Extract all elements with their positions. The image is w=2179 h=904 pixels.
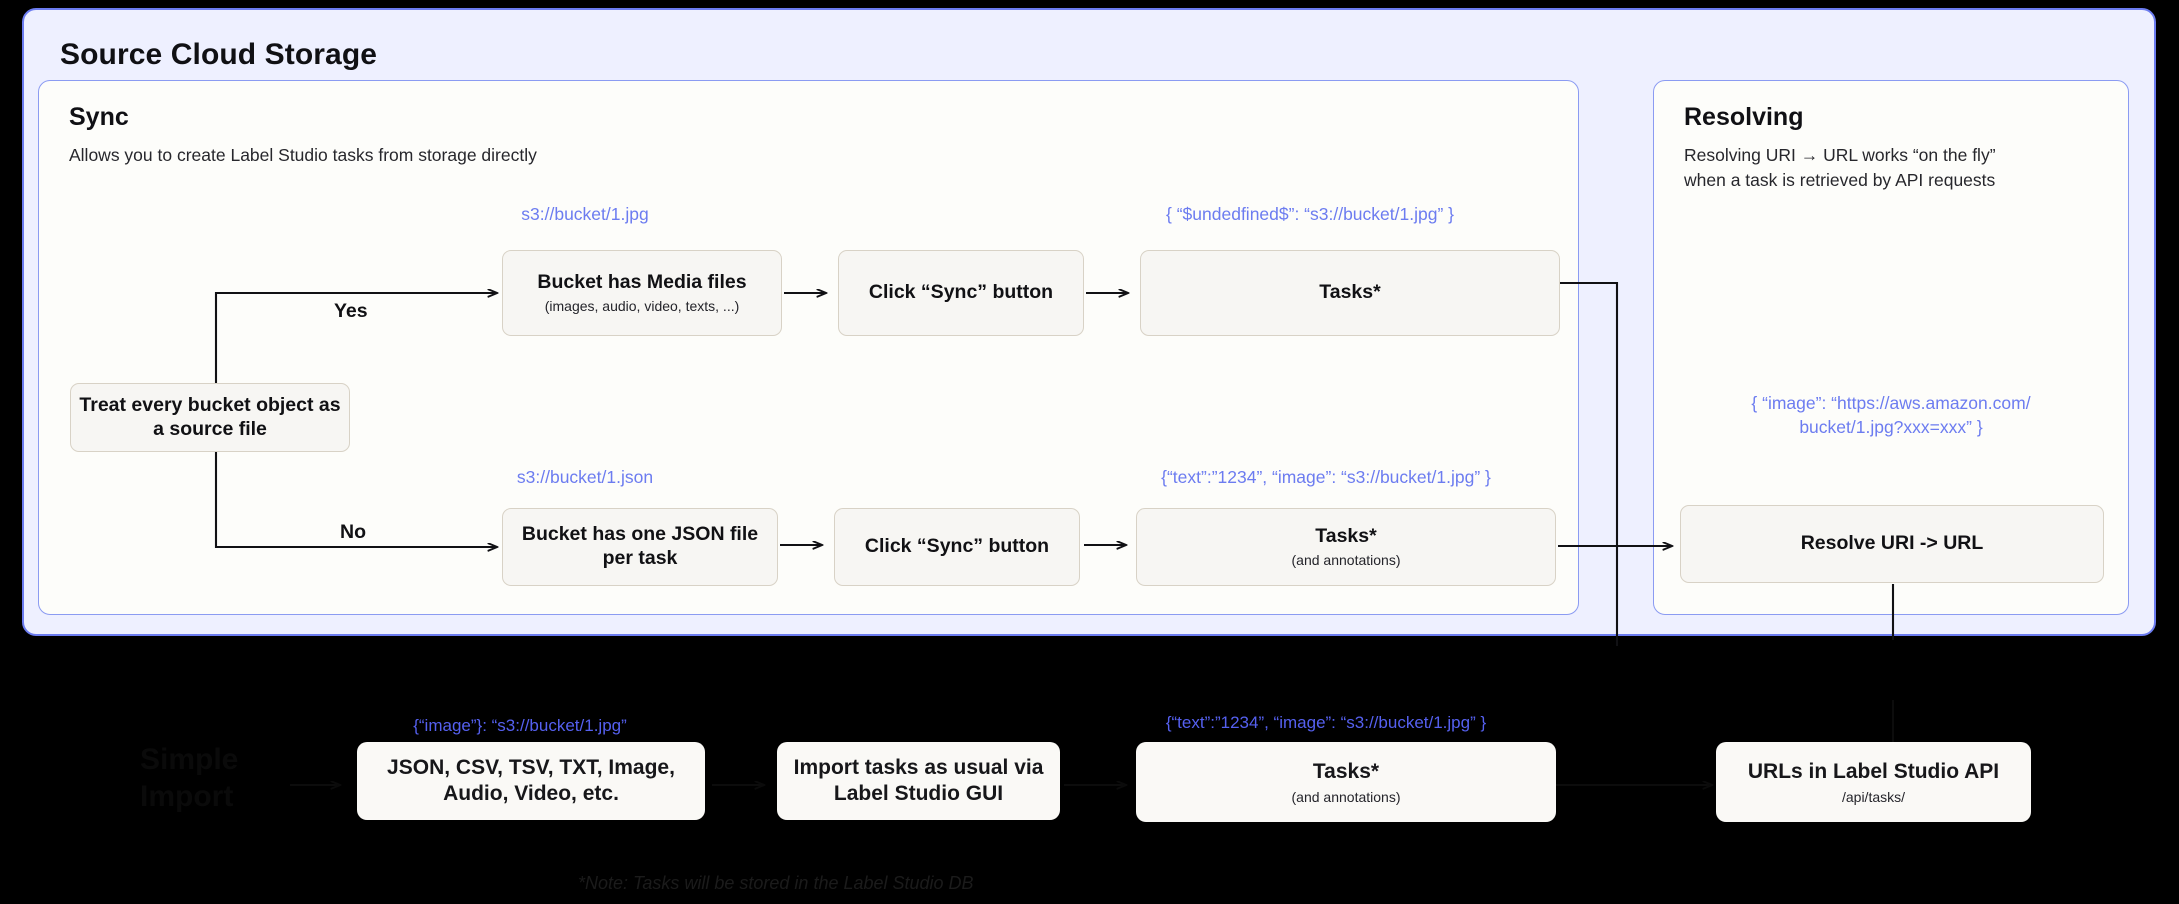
box-urls-api-title: URLs in Label Studio API xyxy=(1747,760,2000,784)
box-tasks-bottom-sub: (and annotations) xyxy=(1291,552,1401,569)
box-bucket-media-title: Bucket has Media files xyxy=(537,270,747,293)
resolving-subheading: Resolving URI → URL works “on the fly” w… xyxy=(1684,145,1996,191)
box-urls-api-sub: /api/tasks/ xyxy=(1841,788,1906,805)
box-resolve-uri-url-title: Resolve URI -> URL xyxy=(1800,532,1984,555)
annotation-image-uri-import: {“image”}: “s3://bucket/1.jpg” xyxy=(413,716,627,735)
annotation-tasks-text-image-bottom: {“text”:”1234”, “image”: “s3://bucket/1.… xyxy=(1165,713,1487,732)
sync-heading: Sync xyxy=(69,103,129,131)
box-import-tasks-gui-title: Import tasks as usual via Label Studio G… xyxy=(793,755,1044,805)
box-tasks-top[interactable]: Tasks* xyxy=(1140,250,1560,336)
box-tasks-bottom-title: Tasks* xyxy=(1315,524,1377,547)
annotation-resolved-url: { “image”: “https://aws.amazon.com/ buck… xyxy=(1751,393,2031,437)
box-tasks-top-title: Tasks* xyxy=(1319,281,1381,304)
box-click-sync-top-title: Click “Sync” button xyxy=(868,281,1054,304)
box-supported-formats-title: JSON, CSV, TSV, TXT, Image, Audio, Video… xyxy=(387,755,675,805)
decision-box-treat-bucket-object[interactable]: Treat every bucket object as a source fi… xyxy=(70,383,350,452)
box-bucket-has-media-files[interactable]: Bucket has Media files (images, audio, v… xyxy=(502,250,782,336)
box-tasks-bottom[interactable]: Tasks* (and annotations) xyxy=(1136,508,1556,586)
annotation-json-uri: s3://bucket/1.json xyxy=(516,467,654,487)
box-bucket-has-one-json[interactable]: Bucket has one JSON file per task xyxy=(502,508,778,586)
simple-import-label: Simple Import xyxy=(140,743,239,813)
decision-box-label: Treat every bucket object as a source fi… xyxy=(79,393,341,440)
page-title: Source Cloud Storage xyxy=(60,38,378,71)
box-tasks-import-sub: (and annotations) xyxy=(1291,788,1401,805)
box-tasks-import-title: Tasks* xyxy=(1312,760,1380,784)
box-bucket-media-sub: (images, audio, video, texts, ...) xyxy=(544,298,740,315)
box-supported-formats[interactable]: JSON, CSV, TSV, TXT, Image, Audio, Video… xyxy=(357,742,705,820)
footnote-text: *Note: Tasks will be stored in the Label… xyxy=(578,873,974,893)
annotation-tasks-undefined: { “$undedfined$”: “s3://bucket/1.jpg” } xyxy=(1166,204,1454,224)
box-bucket-json-title: Bucket has one JSON file per task xyxy=(521,523,759,569)
box-tasks-import[interactable]: Tasks* (and annotations) xyxy=(1136,742,1556,822)
annotation-media-uri: s3://bucket/1.jpg xyxy=(521,204,649,224)
resolving-heading: Resolving xyxy=(1684,103,1804,131)
sync-subheading: Allows you to create Label Studio tasks … xyxy=(69,145,537,165)
box-resolve-uri-url[interactable]: Resolve URI -> URL xyxy=(1680,505,2104,583)
box-urls-label-studio-api[interactable]: URLs in Label Studio API /api/tasks/ xyxy=(1716,742,2031,822)
annotation-tasks-text-image-top: {“text”:”1234”, “image”: “s3://bucket/1.… xyxy=(1161,467,1491,487)
edge-label-no: No xyxy=(340,521,366,543)
box-import-tasks-gui[interactable]: Import tasks as usual via Label Studio G… xyxy=(777,742,1060,820)
box-click-sync-bottom-title: Click “Sync” button xyxy=(864,535,1050,558)
box-click-sync-button-bottom[interactable]: Click “Sync” button xyxy=(834,508,1080,586)
box-click-sync-button-top[interactable]: Click “Sync” button xyxy=(838,250,1084,336)
edge-label-yes: Yes xyxy=(334,300,368,322)
